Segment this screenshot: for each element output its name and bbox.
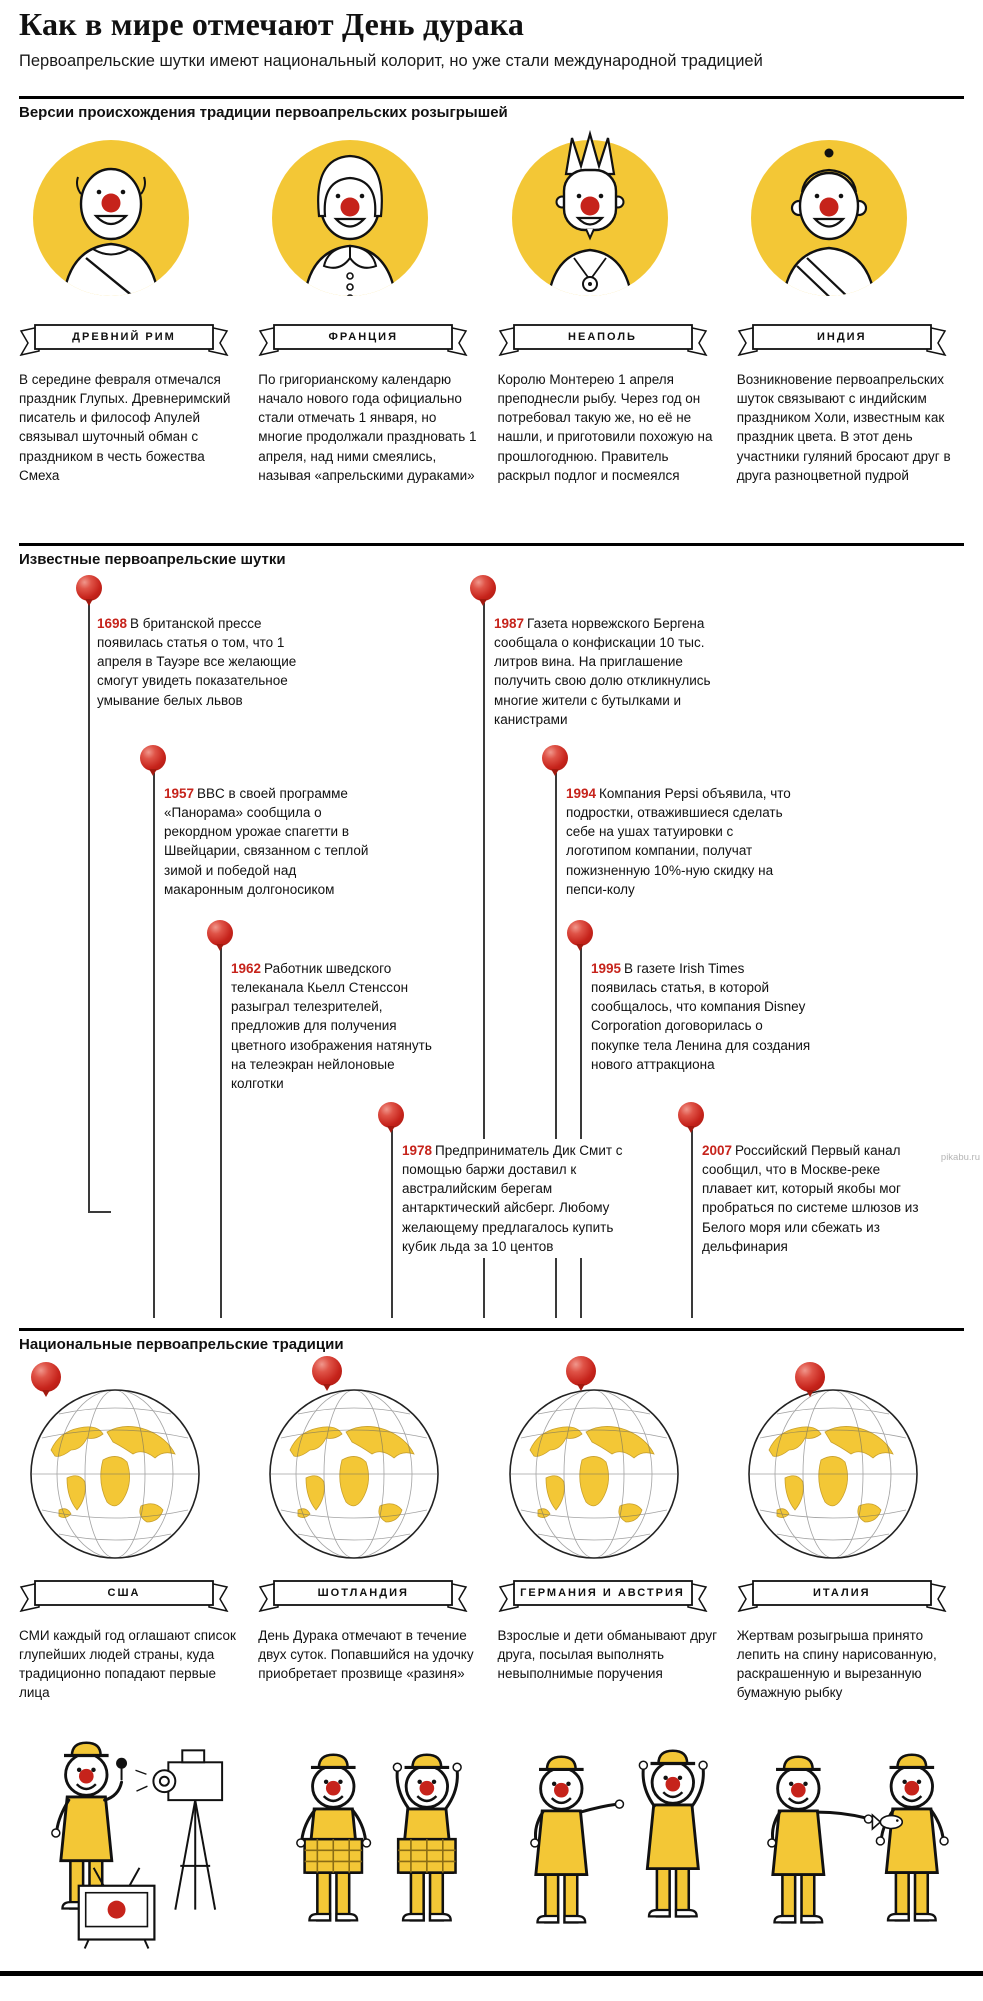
timeline-string bbox=[391, 1130, 393, 1318]
balloon-pin-icon bbox=[378, 1102, 404, 1133]
timeline-string bbox=[580, 948, 582, 1318]
origins-heading: Версии происхождения традиции первоапрел… bbox=[19, 96, 964, 121]
timeline-text: В британской прессе появилась статья о т… bbox=[97, 616, 297, 708]
origin-column-rome: ДРЕВНИЙ РИМ В середине февраля отмечался… bbox=[19, 128, 246, 485]
origin-column-naples: НЕАПОЛЬ Королю Монтерею 1 апреля преподн… bbox=[498, 128, 725, 485]
origin-label: ДРЕВНИЙ РИМ bbox=[72, 331, 176, 343]
origin-column-india: ИНДИЯ Возникновение первоапрельских шуто… bbox=[737, 128, 964, 485]
origin-banner-india: ИНДИЯ bbox=[737, 322, 947, 356]
timeline-year: 1978 bbox=[402, 1143, 433, 1158]
timeline-text: Российский Первый канал сообщил, что в М… bbox=[702, 1143, 919, 1254]
country-label: США bbox=[107, 1587, 141, 1599]
timeline-text: Компания Pepsi объявила, что подростки, … bbox=[566, 786, 791, 897]
balloon-pin-icon bbox=[312, 1356, 343, 1391]
balloon-pin-icon bbox=[678, 1102, 704, 1133]
timeline-text: В газете Irish Times появилась статья, в… bbox=[591, 961, 811, 1072]
traditions-heading: Национальные первоапрельские традиции bbox=[19, 1328, 964, 1353]
country-label: ИТАЛИЯ bbox=[812, 1587, 871, 1599]
origin-label: ИНДИЯ bbox=[817, 331, 867, 343]
tradition-text: Взрослые и дети обманывают друг друга, п… bbox=[497, 1628, 718, 1682]
balloon-pin-icon bbox=[76, 575, 102, 606]
indian-man-icon bbox=[749, 128, 964, 300]
balloon-pin-icon bbox=[567, 920, 593, 951]
tradition-text: День Дурака отмечают в течение двух суто… bbox=[258, 1628, 474, 1682]
page-subtitle: Первоапрельские шутки имеют национальный… bbox=[19, 52, 763, 70]
king-with-fish-icon bbox=[510, 128, 725, 300]
timeline-text: BBC в своей программе «Панорама» сообщил… bbox=[164, 786, 369, 897]
balloon-pin-icon bbox=[565, 1356, 596, 1391]
balloon-pin-icon bbox=[31, 1362, 61, 1397]
globe-germany-austria-icon bbox=[508, 1356, 680, 1560]
origin-banner-france: ФРАНЦИЯ bbox=[258, 322, 468, 356]
french-woman-icon bbox=[270, 128, 485, 300]
origin-text: По григорианскому календарю начало новог… bbox=[258, 372, 477, 483]
origin-label: НЕАПОЛЬ bbox=[568, 331, 637, 343]
timeline-text: Предприниматель Дик Смит с помощью баржи… bbox=[402, 1143, 623, 1254]
country-banner-scotland: ШОТЛАНДИЯ bbox=[258, 1578, 468, 1612]
tradition-column-scotland: ШОТЛАНДИЯ День Дурака отмечают в течение… bbox=[258, 1356, 485, 1703]
origin-text: Возникновение первоапрельских шуток связ… bbox=[736, 372, 951, 483]
tradition-column-germany-austria: ГЕРМАНИЯ И АВСТРИЯ Взрослые и дети обман… bbox=[497, 1356, 725, 1703]
roman-philosopher-icon bbox=[31, 128, 246, 300]
scotland-kilts-scene-icon bbox=[258, 1706, 485, 1951]
country-banner-italy: ИТАЛИЯ bbox=[737, 1578, 947, 1612]
globe-scotland-icon bbox=[268, 1356, 440, 1560]
timeline-text: Газета норвежского Бергена сообщала о ко… bbox=[494, 616, 711, 727]
balloon-pin-icon bbox=[794, 1362, 825, 1397]
tradition-text: СМИ каждый год оглашают список глупейших… bbox=[19, 1628, 236, 1701]
traditions-row: США СМИ каждый год оглашают список глупе… bbox=[19, 1356, 964, 1703]
country-label: ШОТЛАНДИЯ bbox=[317, 1587, 409, 1599]
timeline-string bbox=[220, 948, 222, 1318]
timeline-text: Работник шведского телеканала Кьелл Стен… bbox=[231, 961, 432, 1091]
italy-paper-fish-scene-icon bbox=[737, 1706, 964, 1951]
balloon-pin-icon bbox=[207, 920, 233, 951]
germany-errand-scene-icon bbox=[498, 1706, 725, 1951]
timeline-year: 2007 bbox=[702, 1143, 733, 1158]
origin-text: Королю Монтерею 1 апреля преподнесли рыб… bbox=[497, 372, 713, 483]
timeline-year: 1995 bbox=[591, 961, 622, 976]
globe-italy-icon bbox=[747, 1362, 919, 1560]
timeline-year: 1957 bbox=[164, 786, 195, 801]
origin-text: В середине февраля отмечался праздник Гл… bbox=[19, 372, 231, 483]
timeline-year: 1987 bbox=[494, 616, 525, 631]
country-banner-germany-austria: ГЕРМАНИЯ И АВСТРИЯ bbox=[498, 1578, 708, 1612]
country-banner-usa: США bbox=[19, 1578, 229, 1612]
scenes-row bbox=[19, 1706, 964, 1951]
country-label: ГЕРМАНИЯ И АВСТРИЯ bbox=[520, 1587, 685, 1599]
timeline-string bbox=[555, 773, 557, 1318]
origin-label: ФРАНЦИЯ bbox=[328, 331, 398, 343]
balloon-pin-icon bbox=[140, 745, 166, 776]
origin-banner-naples: НЕАПОЛЬ bbox=[498, 322, 708, 356]
timeline-year: 1994 bbox=[566, 786, 597, 801]
origin-banner-rome: ДРЕВНИЙ РИМ bbox=[19, 322, 229, 356]
balloon-pin-icon bbox=[542, 745, 568, 776]
origins-row: ДРЕВНИЙ РИМ В середине февраля отмечался… bbox=[19, 128, 964, 485]
page-title: Как в мире отмечают День дурака bbox=[19, 6, 525, 42]
timeline-year: 1962 bbox=[231, 961, 262, 976]
timeline-string bbox=[88, 603, 90, 1212]
timeline-string bbox=[483, 603, 485, 1318]
origin-column-france: ФРАНЦИЯ По григорианскому календарю нача… bbox=[258, 128, 485, 485]
jokes-heading: Известные первоапрельские шутки bbox=[19, 543, 964, 568]
watermark: pikabu.ru bbox=[940, 1152, 980, 1163]
tradition-text: Жертвам розыгрыша принято лепить на спин… bbox=[736, 1628, 937, 1701]
globe-usa-icon bbox=[29, 1362, 201, 1560]
timeline-string bbox=[691, 1130, 693, 1318]
timeline-string-hook bbox=[88, 1211, 111, 1213]
timeline-year: 1698 bbox=[97, 616, 128, 631]
timeline-string bbox=[153, 773, 155, 1318]
usa-tv-presenter-scene-icon bbox=[19, 1706, 246, 1951]
tradition-column-italy: ИТАЛИЯ Жертвам розыгрыша принято лепить … bbox=[736, 1362, 964, 1703]
tradition-column-usa: США СМИ каждый год оглашают список глупе… bbox=[19, 1362, 246, 1703]
balloon-pin-icon bbox=[470, 575, 496, 606]
bottom-rule bbox=[0, 1971, 983, 1976]
